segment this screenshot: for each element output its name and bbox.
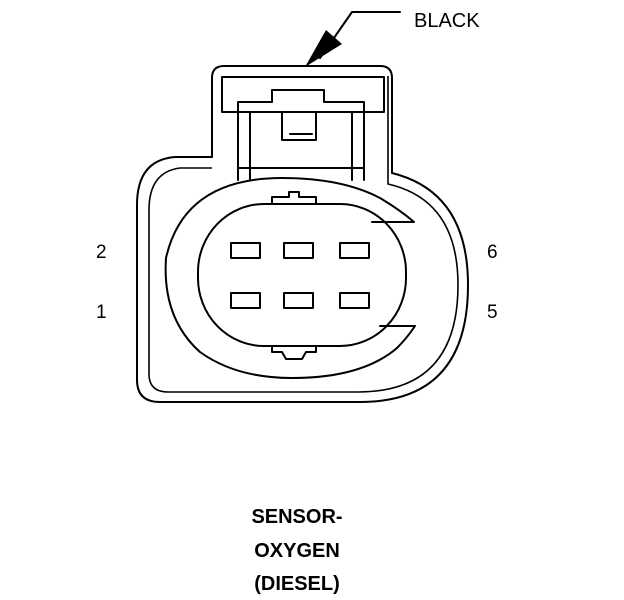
pin-label-2: 2 bbox=[96, 242, 107, 263]
caption-line-3: (DIESEL) bbox=[254, 573, 340, 595]
connector-housing bbox=[136, 65, 469, 403]
pin-cavity-1 bbox=[230, 292, 261, 309]
pin-label-1: 1 bbox=[96, 302, 107, 323]
pin-cavities bbox=[230, 242, 370, 309]
pin-cavity-3 bbox=[283, 242, 314, 259]
pin-cavity-6 bbox=[339, 242, 370, 259]
color-callout-label: BLACK bbox=[414, 10, 480, 32]
caption-line-1: SENSOR- bbox=[251, 506, 342, 528]
pin-label-5: 5 bbox=[487, 302, 498, 323]
pin-cavity-4 bbox=[283, 292, 314, 309]
pin-cavity-2 bbox=[230, 242, 261, 259]
caption-line-2: OXYGEN bbox=[254, 540, 340, 562]
callout-arrowhead bbox=[305, 30, 342, 67]
pin-label-6: 6 bbox=[487, 242, 498, 263]
pin-cavity-5 bbox=[339, 292, 370, 309]
callout-leader bbox=[305, 11, 401, 67]
